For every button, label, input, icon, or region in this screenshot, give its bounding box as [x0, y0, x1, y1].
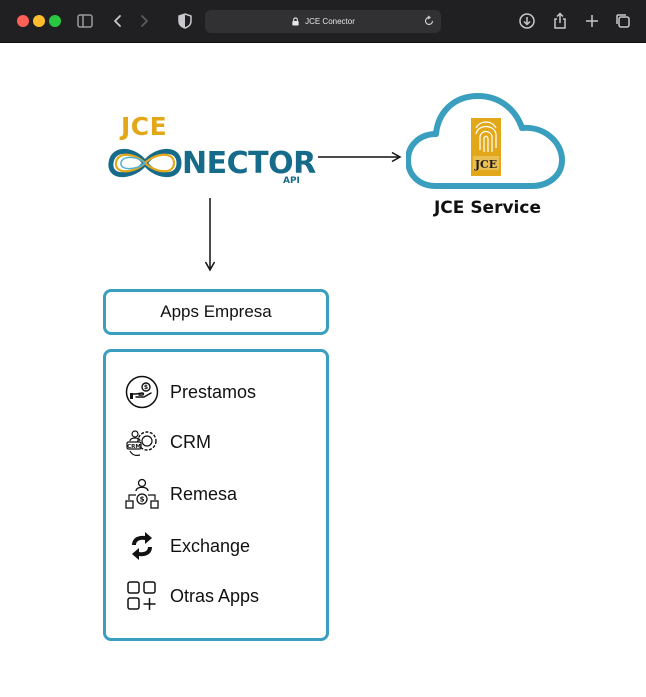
- app-item-prestamos[interactable]: $ Prestamos: [124, 374, 256, 410]
- svg-text:$: $: [144, 384, 148, 391]
- app-label: Exchange: [170, 535, 251, 556]
- new-tab-icon[interactable]: [582, 11, 602, 31]
- logo-brand-sub: API: [283, 176, 300, 186]
- apps-header: Apps Empresa: [103, 289, 329, 335]
- loan-hand-icon: $: [125, 375, 159, 409]
- svg-text:$: $: [140, 496, 145, 504]
- app-item-crm[interactable]: CRM CRM: [124, 424, 211, 460]
- app-label: Prestamos: [170, 381, 257, 402]
- arrow-to-service: [318, 151, 402, 163]
- apps-list: $ Prestamos CRM CRM $ Remesa: [103, 349, 329, 641]
- close-window-button[interactable]: [17, 15, 29, 27]
- app-label: Otras Apps: [170, 585, 260, 606]
- reload-icon[interactable]: [423, 15, 435, 27]
- jce-seal-icon: [471, 118, 501, 176]
- infinity-logo-icon: [108, 148, 182, 178]
- privacy-shield-icon[interactable]: [175, 11, 195, 31]
- back-icon[interactable]: [108, 11, 128, 31]
- minimize-window-button[interactable]: [33, 15, 45, 27]
- app-label: CRM: [170, 431, 211, 452]
- jce-conector-logo: JCE NECTOR API: [105, 112, 316, 192]
- forward-icon[interactable]: [134, 11, 154, 31]
- lock-icon: [292, 17, 299, 26]
- service-label: JCE Service: [433, 198, 541, 218]
- address-bar[interactable]: JCE Conector: [205, 10, 441, 33]
- arrow-to-apps: [204, 198, 216, 272]
- jce-seal-text: JCE: [474, 158, 497, 171]
- exchange-arrows-icon: [132, 532, 152, 560]
- logo-brand-main: NECTOR: [182, 146, 316, 181]
- apps-grid-icon: [127, 581, 156, 610]
- zoom-window-button[interactable]: [49, 15, 61, 27]
- svg-text:CRM: CRM: [127, 444, 141, 450]
- apps-header-label: Apps Empresa: [160, 302, 272, 321]
- share-icon[interactable]: [550, 11, 570, 31]
- app-item-otras-apps[interactable]: Otras Apps: [124, 578, 259, 614]
- crm-gear-icon: CRM: [126, 430, 157, 456]
- downloads-icon[interactable]: [517, 11, 537, 31]
- logo-brand-top: JCE: [121, 112, 168, 141]
- address-text: JCE Conector: [305, 17, 355, 26]
- remittance-icon: $: [125, 478, 159, 509]
- browser-toolbar: JCE Conector: [0, 0, 646, 43]
- tab-overview-icon[interactable]: [613, 11, 633, 31]
- sidebar-icon[interactable]: [75, 11, 95, 31]
- app-label: Remesa: [170, 483, 238, 504]
- cloud-service-icon: JCE: [406, 93, 565, 189]
- app-item-remesa[interactable]: $ Remesa: [124, 476, 237, 512]
- app-item-exchange[interactable]: Exchange: [124, 528, 250, 564]
